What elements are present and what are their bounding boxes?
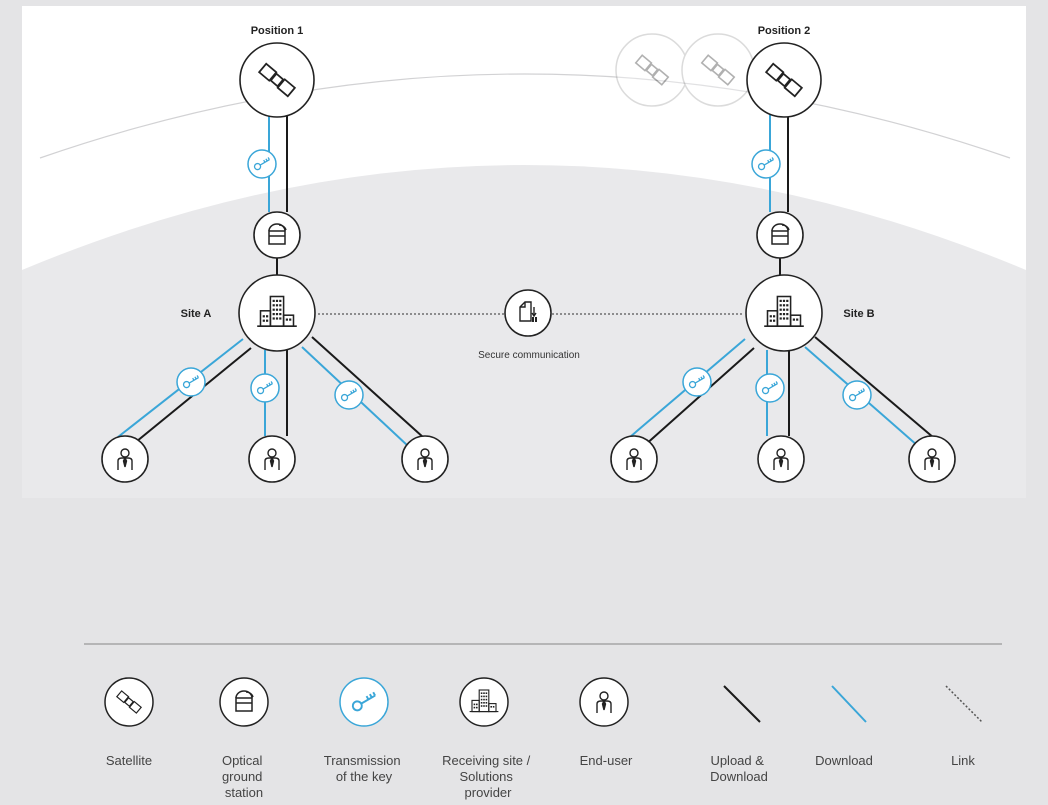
site-a <box>238 274 316 352</box>
legend-download-label: Download <box>815 753 873 768</box>
key-node <box>751 149 781 179</box>
legend-ground-station: Optical ground station <box>219 677 269 800</box>
ghost-satellites <box>615 33 755 107</box>
key-node <box>682 367 712 397</box>
end-user-b1 <box>610 435 658 483</box>
key-node <box>247 149 277 179</box>
legend-download: Download <box>815 685 873 768</box>
end-user-b2 <box>757 435 805 483</box>
legend-link: Link <box>945 685 983 768</box>
key-node <box>755 373 785 403</box>
key-node <box>334 380 364 410</box>
secure-communication-label: Secure communication <box>478 350 580 361</box>
legend-key: Transmission of the key <box>324 677 404 784</box>
ground-station-a <box>253 211 301 259</box>
site-b-label: Site B <box>843 308 874 320</box>
end-user-a3 <box>401 435 449 483</box>
legend: Satellite Optical ground station Transmi… <box>104 677 983 800</box>
ground-station-b <box>756 211 804 259</box>
key-node <box>250 373 280 403</box>
legend-receiving-site-label: Receiving site / Solutions provider <box>442 753 534 800</box>
site-a-label: Site A <box>181 308 212 320</box>
position-2-label: Position 2 <box>758 25 811 37</box>
key-node <box>842 380 872 410</box>
end-user-b3 <box>908 435 956 483</box>
satellite-position-2 <box>746 42 822 118</box>
satellite-position-1 <box>239 42 315 118</box>
legend-end-user-label: End-user <box>580 753 633 768</box>
end-user-a2 <box>248 435 296 483</box>
legend-ground-station-label: Optical ground station <box>222 753 266 800</box>
key-node <box>176 367 206 397</box>
legend-key-label: Transmission of the key <box>324 753 404 784</box>
legend-upload-download: Upload & Download <box>710 685 768 784</box>
legend-satellite-label: Satellite <box>106 753 152 768</box>
site-b <box>745 274 823 352</box>
legend-upload-download-label: Upload & Download <box>710 753 768 784</box>
position-1-label: Position 1 <box>251 25 304 37</box>
legend-receiving-site: Receiving site / Solutions provider <box>442 677 534 800</box>
legend-satellite: Satellite <box>104 677 154 768</box>
end-user-a1 <box>101 435 149 483</box>
legend-link-label: Link <box>951 753 975 768</box>
legend-end-user: End-user <box>579 677 633 768</box>
secure-communication-node <box>504 289 552 337</box>
